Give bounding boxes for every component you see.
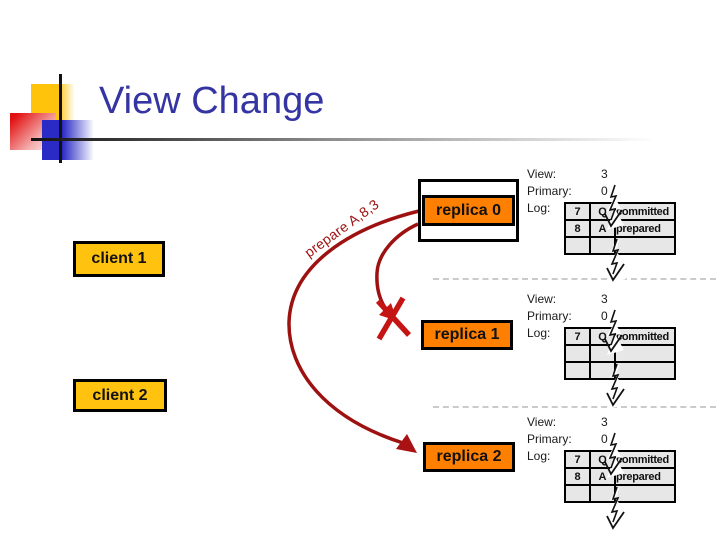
log-cell: 7 bbox=[564, 202, 591, 221]
log-cell bbox=[564, 361, 591, 380]
prepare-arrow-to-replica-1 bbox=[375, 222, 419, 314]
log-cell: 7 bbox=[564, 450, 591, 469]
primary-label: Primary: bbox=[527, 432, 572, 446]
replica-1-label: replica 1 bbox=[434, 326, 500, 343]
log-cell bbox=[564, 344, 591, 363]
x-mark-icon bbox=[375, 296, 412, 341]
replica-1-state-panel: View: 3 Primary: 0 Log: 7 Q committed bbox=[527, 291, 689, 409]
log-row: Log: bbox=[527, 200, 689, 217]
arrowhead-replica-1-icon bbox=[379, 303, 397, 321]
log-cell bbox=[564, 484, 591, 503]
log-table-row: 8 A prepared bbox=[564, 219, 676, 238]
primary-row: Primary: 0 bbox=[527, 308, 689, 325]
view-row: View: 3 bbox=[527, 166, 689, 183]
prepare-message-label: prepare A,8,3 bbox=[301, 195, 382, 261]
log-table: 7 Q committed bbox=[564, 327, 676, 380]
title-underline bbox=[31, 138, 676, 141]
log-table-row: 7 Q committed bbox=[564, 450, 676, 469]
log-row: Log: bbox=[527, 448, 689, 465]
client-1-box: client 1 bbox=[73, 241, 165, 277]
view-label: View: bbox=[527, 292, 557, 306]
log-cell: committed bbox=[614, 327, 676, 346]
view-label: View: bbox=[527, 167, 557, 181]
replica-0-box: replica 0 bbox=[422, 195, 515, 226]
primary-value: 0 bbox=[601, 184, 608, 198]
view-row: View: 3 bbox=[527, 291, 689, 308]
log-cell: committed bbox=[614, 202, 676, 221]
check-icon bbox=[606, 486, 626, 532]
log-table-row bbox=[564, 236, 676, 255]
primary-row: Primary: 0 bbox=[527, 183, 689, 200]
replica-0-label: replica 0 bbox=[436, 201, 501, 219]
section-separator bbox=[433, 278, 716, 280]
log-cell bbox=[614, 344, 676, 363]
arrowhead-replica-2-icon bbox=[396, 434, 417, 453]
check-icon bbox=[604, 432, 624, 478]
replica-0-outer-box: replica 0 bbox=[418, 179, 519, 242]
check-icon bbox=[604, 184, 624, 230]
primary-row: Primary: 0 bbox=[527, 431, 689, 448]
check-icon bbox=[606, 363, 626, 409]
view-label: View: bbox=[527, 415, 557, 429]
log-cell bbox=[564, 236, 591, 255]
check-icon bbox=[604, 309, 624, 355]
check-icon bbox=[606, 238, 626, 284]
view-value: 3 bbox=[601, 167, 608, 181]
primary-label: Primary: bbox=[527, 309, 572, 323]
view-value: 3 bbox=[601, 292, 608, 306]
replica-2-box: replica 2 bbox=[423, 442, 515, 472]
replica-1-box: replica 1 bbox=[421, 320, 513, 350]
log-table-row bbox=[564, 344, 676, 363]
client-1-label: client 1 bbox=[91, 250, 147, 267]
primary-value: 0 bbox=[601, 432, 608, 446]
log-cell: prepared bbox=[614, 219, 676, 238]
view-value: 3 bbox=[601, 415, 608, 429]
replica-2-label: replica 2 bbox=[436, 448, 502, 465]
log-row: Log: bbox=[527, 325, 689, 342]
log-cell: 7 bbox=[564, 327, 591, 346]
log-label: Log: bbox=[527, 201, 551, 215]
deco-vertical-line bbox=[59, 74, 62, 163]
log-cell: 8 bbox=[564, 467, 591, 486]
replica-0-state-panel: View: 3 Primary: 0 Log: 7 Q committed 8 … bbox=[527, 166, 689, 284]
client-2-box: client 2 bbox=[73, 379, 167, 412]
page-title: View Change bbox=[99, 80, 325, 122]
primary-label: Primary: bbox=[527, 184, 572, 198]
client-2-label: client 2 bbox=[92, 386, 148, 404]
log-table-row bbox=[564, 484, 676, 503]
log-label: Log: bbox=[527, 449, 551, 463]
replica-2-state-panel: View: 3 Primary: 0 Log: 7 Q committed 8 … bbox=[527, 414, 689, 532]
log-cell: prepared bbox=[614, 467, 676, 486]
view-row: View: 3 bbox=[527, 414, 689, 431]
log-table: 7 Q committed 8 A prepared bbox=[564, 450, 676, 503]
log-cell: 8 bbox=[564, 219, 591, 238]
log-table-row bbox=[564, 361, 676, 380]
section-separator bbox=[433, 406, 716, 408]
log-table-row: 7 Q committed bbox=[564, 327, 676, 346]
primary-value: 0 bbox=[601, 309, 608, 323]
log-label: Log: bbox=[527, 326, 551, 340]
